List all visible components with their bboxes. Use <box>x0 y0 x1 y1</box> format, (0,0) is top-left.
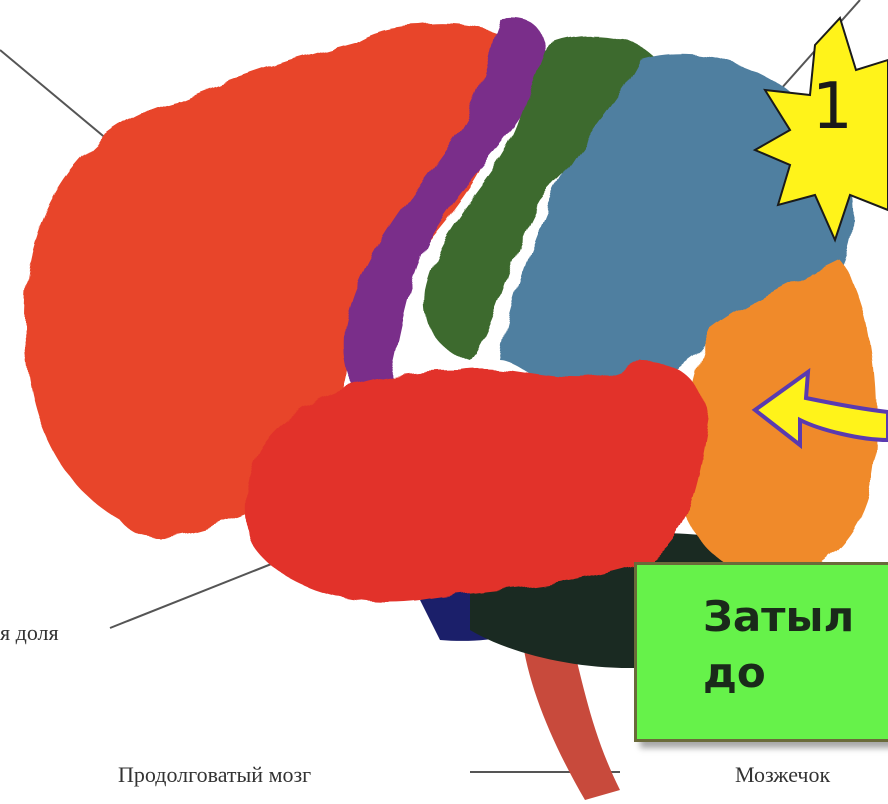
badge-number: 1 <box>812 70 853 144</box>
label-medulla: Продолговатый мозг <box>118 762 311 788</box>
label-cerebellum: Мозжечок <box>735 762 830 788</box>
label-temporal-lobe: я доля <box>0 620 59 646</box>
callout-text: Затыл до <box>703 589 888 701</box>
callout-box: Затыл до <box>634 562 888 742</box>
